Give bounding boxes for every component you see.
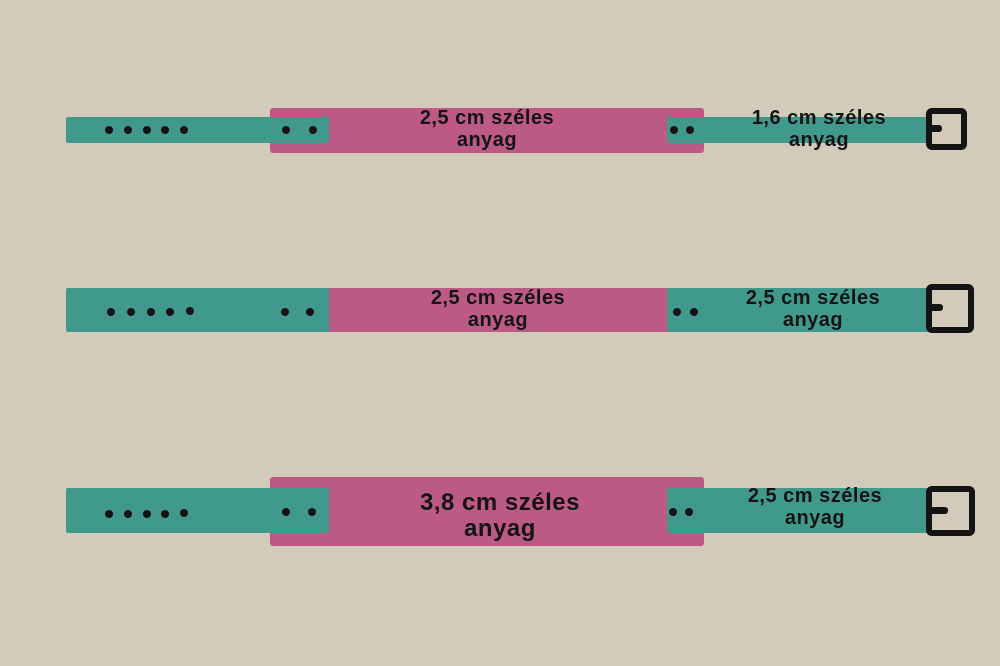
hole xyxy=(161,126,169,134)
belt-3-left-strap xyxy=(66,488,329,533)
belt-2-left-inner-holes xyxy=(281,308,314,316)
hole xyxy=(306,308,314,316)
belt-1-main-label: 2,5 cm széles anyag xyxy=(419,107,555,151)
belt-3-right-holes xyxy=(669,508,693,516)
hole xyxy=(143,126,151,134)
hole xyxy=(282,126,290,134)
belt-1-buckle xyxy=(926,108,967,150)
hole xyxy=(669,508,677,516)
hole xyxy=(147,308,155,316)
label-line: 2,5 cm széles xyxy=(419,107,555,129)
hole xyxy=(186,307,194,315)
belt-1-right-strap xyxy=(667,117,932,143)
belt-3-buckle xyxy=(926,486,975,536)
label-line: 2,5 cm széles xyxy=(745,287,881,309)
label-line: anyag xyxy=(784,506,846,529)
belt-2-right-strap xyxy=(667,288,932,332)
belt-3-right-strap xyxy=(667,488,932,533)
hole xyxy=(124,126,132,134)
hole xyxy=(143,510,151,518)
belt-1-cover xyxy=(270,108,704,153)
belt-3-left-inner-holes xyxy=(282,508,316,516)
belt-2 xyxy=(66,284,974,333)
hole xyxy=(166,308,174,316)
hole xyxy=(105,126,113,134)
belt-3-left-holes xyxy=(105,509,188,518)
hole xyxy=(690,308,698,316)
hole xyxy=(107,308,115,316)
label-line: anyag xyxy=(456,128,518,151)
hole xyxy=(308,508,316,516)
belt-1 xyxy=(66,108,967,153)
hole xyxy=(180,126,188,134)
belt-3-main-label: 3,8 cm széles anyag xyxy=(420,490,580,542)
belt-2-cover xyxy=(329,288,668,332)
hole xyxy=(673,308,681,316)
hole xyxy=(670,126,678,134)
belt-3 xyxy=(66,477,975,546)
hole xyxy=(309,126,317,134)
hole xyxy=(180,509,188,517)
belt-1-right-holes xyxy=(670,126,694,134)
hole xyxy=(105,510,113,518)
belt-2-left-holes xyxy=(107,307,194,316)
belt-2-left-strap xyxy=(66,288,330,332)
belt-3-side-label: 2,5 cm széles anyag xyxy=(747,485,883,529)
belt-1-left-inner-holes xyxy=(282,126,317,134)
label-line: anyag xyxy=(782,308,844,331)
belt-2-buckle xyxy=(926,284,974,333)
belt-3-cover xyxy=(270,477,704,546)
label-line: 2,5 cm széles xyxy=(747,485,883,507)
belt-2-right-holes xyxy=(673,308,698,316)
label-line: 2,5 cm széles xyxy=(430,287,566,309)
label-line: anyag xyxy=(467,308,529,331)
hole xyxy=(686,126,694,134)
label-line: anyag xyxy=(788,128,850,151)
belt-1-left-holes xyxy=(105,126,188,134)
hole xyxy=(281,308,289,316)
hole xyxy=(127,308,135,316)
hole xyxy=(124,510,132,518)
label-line: 3,8 cm széles xyxy=(420,489,580,516)
label-line: 1,6 cm széles xyxy=(751,107,887,129)
label-line: anyag xyxy=(464,514,536,542)
belt-1-side-label: 1,6 cm széles anyag xyxy=(751,107,887,151)
belt-1-left-strap xyxy=(66,117,329,143)
belt-2-side-label: 2,5 cm széles anyag xyxy=(745,287,881,331)
hole xyxy=(282,508,290,516)
belt-2-main-label: 2,5 cm széles anyag xyxy=(430,287,566,331)
hole xyxy=(161,510,169,518)
hole xyxy=(685,508,693,516)
